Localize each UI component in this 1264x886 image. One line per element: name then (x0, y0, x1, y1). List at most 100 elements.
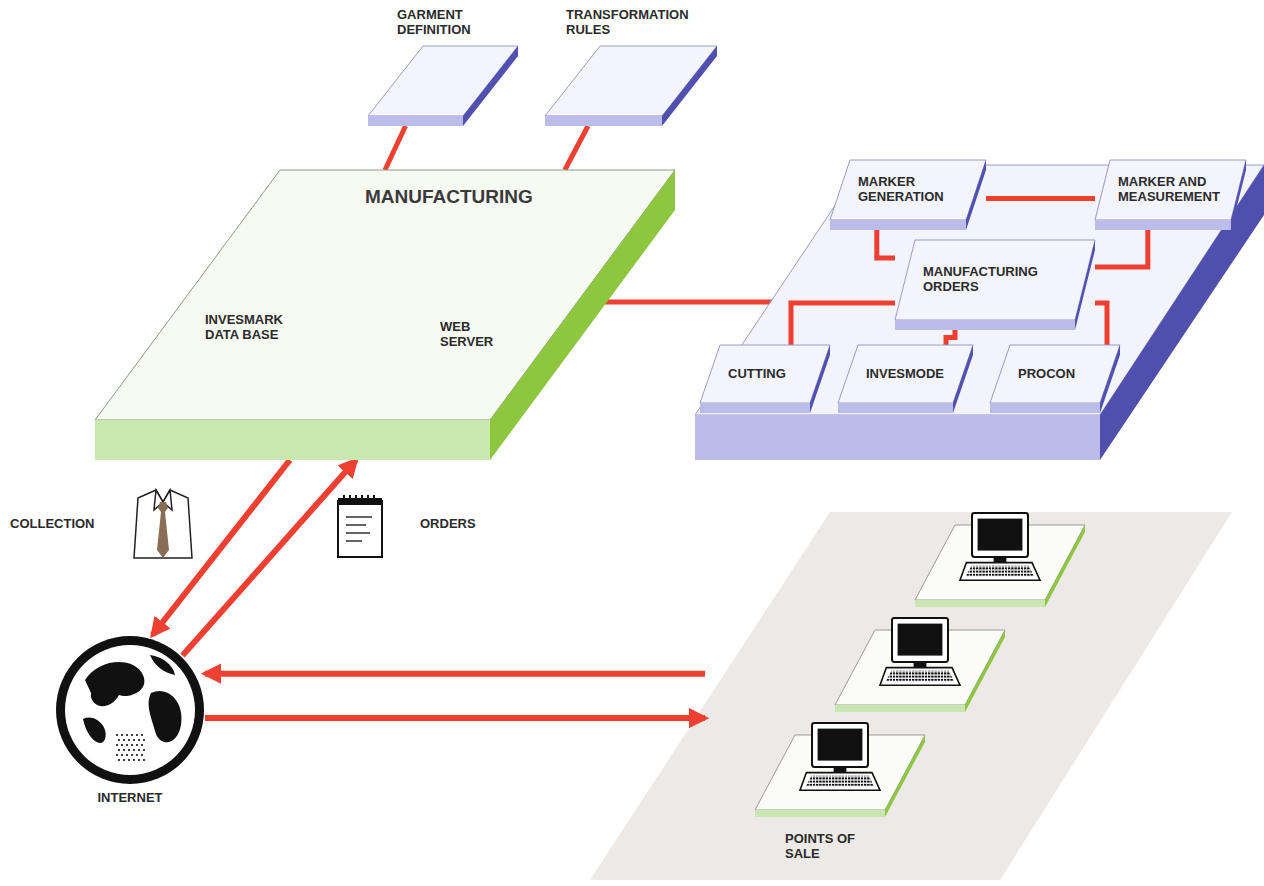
node-outline (123, 739, 125, 741)
node-label: CUTTING (728, 367, 786, 382)
text-block: MARKER AND MEASUREMENT (1118, 175, 1223, 205)
node-outline (1095, 160, 1246, 220)
text-block: INVESMARK DATA BASE (205, 313, 300, 343)
node-label: INTERNET (98, 791, 163, 806)
node-outline (141, 754, 143, 756)
node-outline (118, 739, 120, 741)
node-outline (830, 160, 986, 220)
node-outline (1095, 220, 1231, 230)
flow-connector (183, 460, 357, 656)
node-outline (131, 734, 133, 736)
module-slab: CUTTING (700, 345, 830, 413)
orders-notepad-icon (346, 517, 372, 541)
node-label: INVESMARK DATA BASE (205, 313, 300, 343)
node-outline (990, 345, 1120, 403)
sales-terminal (755, 723, 925, 817)
node-outline (490, 170, 675, 460)
module-slab: PROCON (990, 345, 1120, 413)
node-outline (830, 220, 966, 230)
node-outline (662, 46, 717, 126)
input-slab: GARMENT DEFINITION (368, 8, 518, 126)
node-outline (128, 749, 130, 751)
collection-shirt-icon (134, 490, 192, 558)
node-outline (705, 505, 1225, 860)
text-block: TRANSFORMATION RULES (566, 8, 696, 38)
text-block: WEB SERVER (440, 320, 502, 350)
node-outline (116, 734, 145, 761)
text-block: CUTTING (728, 367, 786, 382)
module-slab: INVESMODE (838, 345, 973, 413)
node-label: INVESMODE (866, 367, 944, 382)
node-outline (95, 170, 675, 460)
node-outline (138, 739, 140, 741)
node-outline (118, 749, 120, 751)
node-outline (966, 160, 986, 230)
node-outline (136, 734, 138, 736)
node-outline (838, 403, 953, 413)
text-block: MARKER GENERATION (858, 175, 958, 205)
node-outline (55, 635, 205, 806)
node-outline (133, 759, 135, 761)
node-label: GARMENT DEFINITION (397, 8, 489, 38)
node-outline (131, 754, 133, 756)
node-outline (545, 116, 662, 126)
flow-connector (385, 126, 406, 170)
node-outline (141, 734, 143, 736)
node-outline (810, 345, 830, 413)
node-outline (895, 320, 1075, 330)
orders-notepad-icon (338, 501, 382, 557)
node-label: MANUFACTURING (365, 186, 533, 208)
sales-terminal (915, 513, 1085, 607)
node-label: WEB SERVER (440, 320, 502, 350)
flow-connector (205, 715, 705, 721)
flow-label: ORDERS (420, 517, 476, 532)
node-outline (131, 744, 133, 746)
flow-connector (1095, 303, 1107, 345)
flow-connector (877, 230, 895, 258)
node-outline (368, 116, 463, 126)
internet-globe: INTERNET (55, 635, 205, 806)
text-block: INVESMODE (866, 367, 944, 382)
node-outline (116, 734, 118, 736)
node-outline (1231, 160, 1246, 230)
node-outline (143, 749, 145, 751)
flow-connector (791, 303, 895, 345)
module-slab: MANUFACTURING ORDERS (895, 240, 1095, 330)
orders-notepad-icon (338, 495, 382, 557)
node-outline (128, 739, 130, 741)
text-block: MANUFACTURING (365, 186, 533, 208)
node-outline (149, 691, 182, 742)
node-outline (116, 744, 118, 746)
node-outline (126, 744, 128, 746)
node-outline (83, 718, 106, 743)
module-slab: MARKER AND MEASUREMENT (1095, 160, 1246, 230)
text-block: POINTS OF SALE (785, 832, 863, 862)
node-outline (85, 662, 144, 706)
node-outline (138, 749, 140, 751)
text-block: INTERNET (98, 791, 163, 806)
node-outline (118, 759, 120, 761)
node-outline (141, 744, 143, 746)
text-block: GARMENT DEFINITION (397, 8, 489, 38)
collection-shirt-icon (134, 490, 192, 558)
node-outline (1100, 345, 1120, 413)
node-outline (700, 345, 830, 403)
sales-zone: POINTS OF SALE (705, 505, 1225, 860)
node-outline (990, 403, 1100, 413)
node-outline (133, 749, 135, 751)
node-outline (65, 645, 195, 775)
node-outline (56, 636, 204, 784)
node-outline (700, 403, 810, 413)
flow-label: COLLECTION (10, 517, 95, 532)
production-platform (695, 165, 1264, 415)
flow-connector (986, 196, 1095, 201)
node-outline (133, 739, 135, 741)
flow-connector (565, 126, 588, 170)
module-slab: MARKER GENERATION (830, 160, 986, 230)
node-outline (128, 759, 130, 761)
node-outline (116, 754, 118, 756)
text-block: PROCON (1018, 367, 1075, 382)
node-label: PROCON (1018, 367, 1075, 382)
node-outline (953, 345, 973, 413)
node-outline (126, 754, 128, 756)
